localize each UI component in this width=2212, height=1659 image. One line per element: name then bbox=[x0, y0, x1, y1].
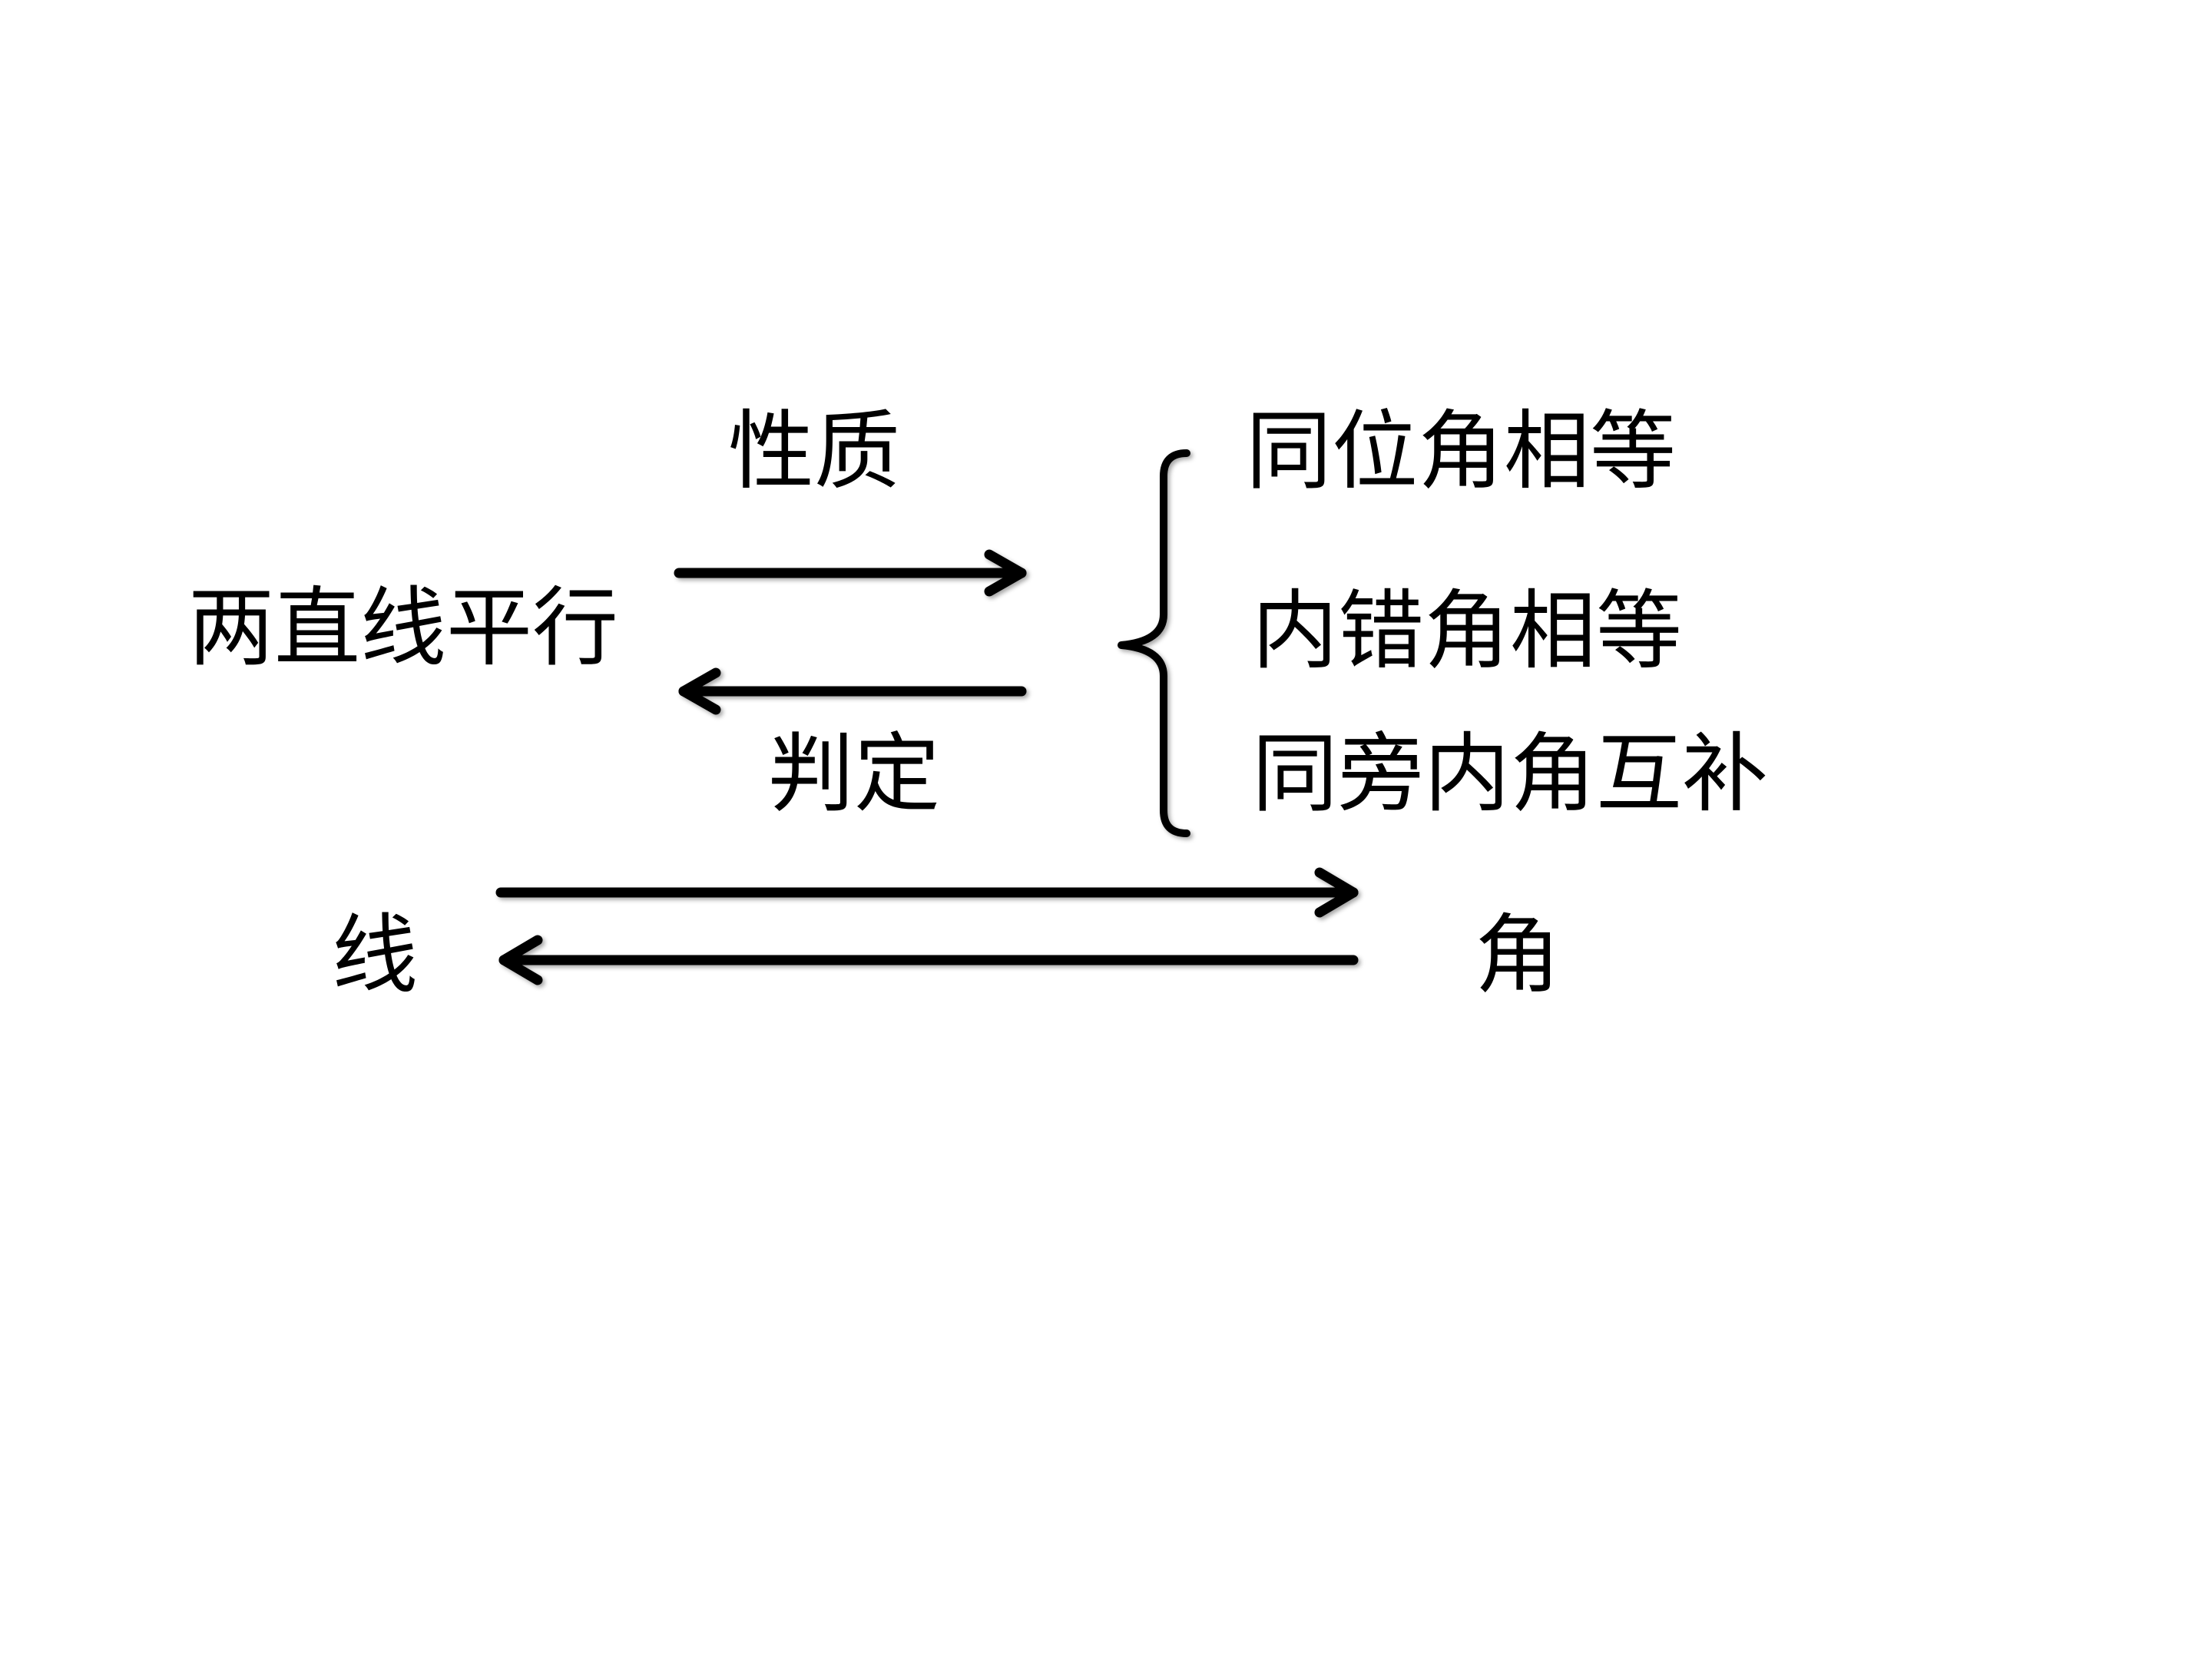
angle-to-line-arrow bbox=[498, 935, 1359, 985]
curly-brace bbox=[1118, 449, 1190, 837]
line-to-angle-arrow bbox=[495, 867, 1359, 918]
property-label: 性质 bbox=[728, 402, 900, 502]
condition-corresponding-angles: 同位角相等 bbox=[1246, 402, 1676, 502]
property-arrow bbox=[674, 549, 1027, 597]
criterion-arrow bbox=[678, 667, 1027, 715]
line-term-label: 线 bbox=[332, 906, 418, 1005]
angle-term-label: 角 bbox=[1475, 906, 1561, 1005]
main-subject-label: 两直线平行 bbox=[188, 578, 618, 678]
condition-same-side-interior-angles: 同旁内角互补 bbox=[1252, 724, 1768, 824]
condition-alternate-interior-angles: 内错角相等 bbox=[1252, 581, 1682, 681]
criterion-label: 判定 bbox=[768, 724, 940, 824]
